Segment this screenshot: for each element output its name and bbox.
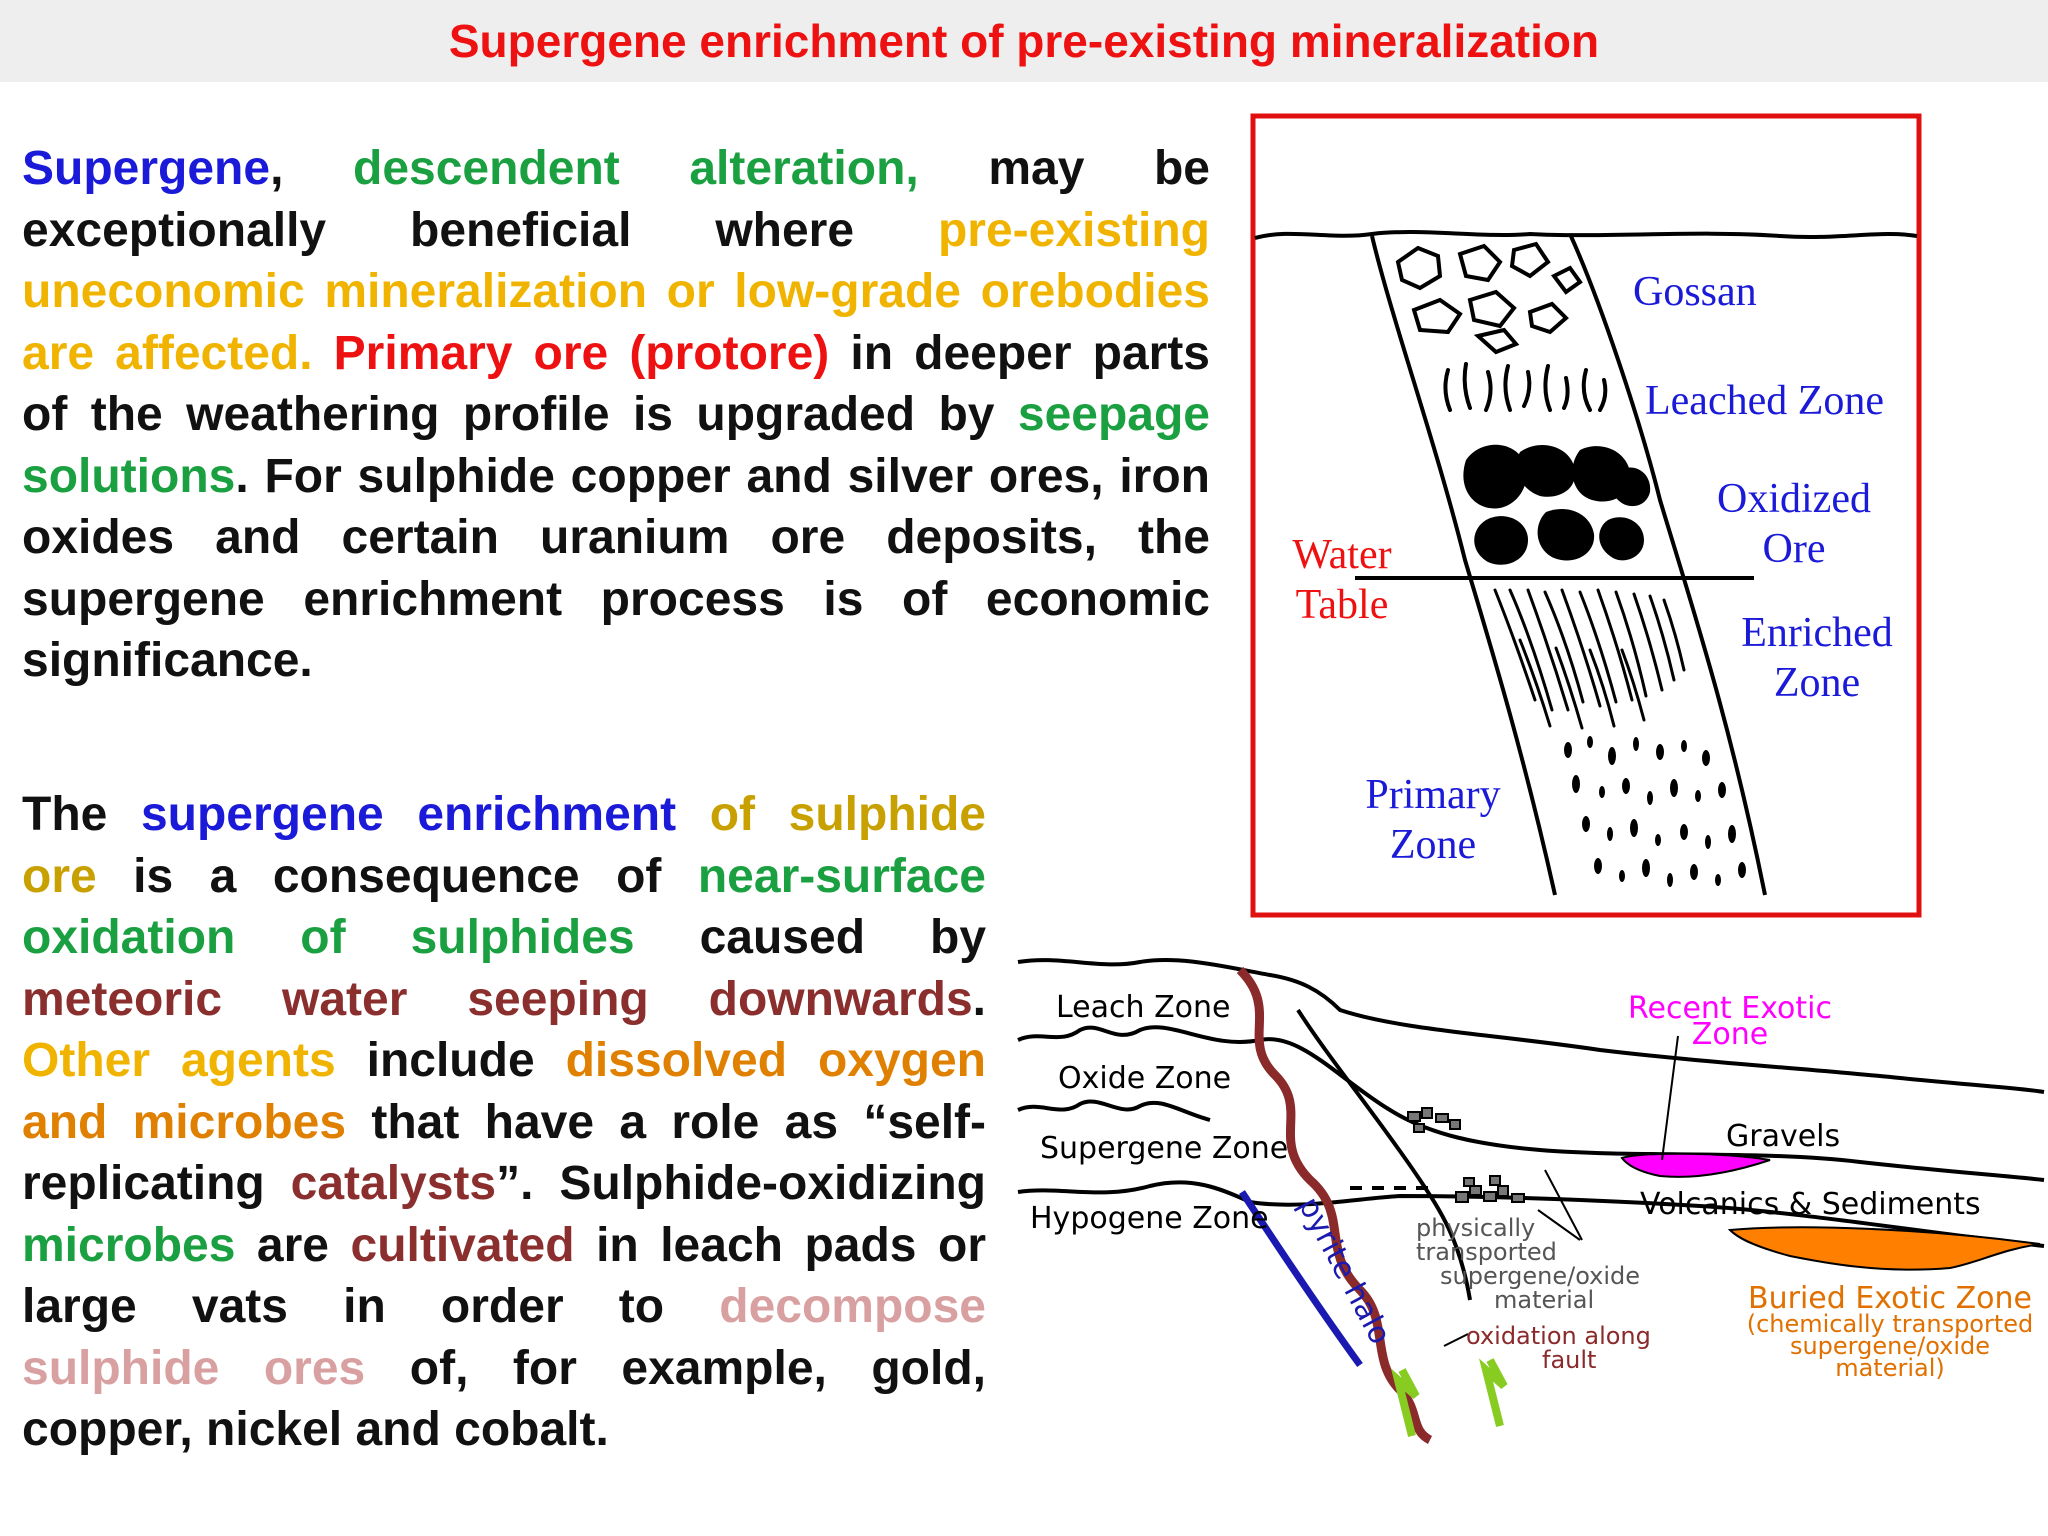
p1-span-10: . For sulphide copper and silver ores, i… — [22, 449, 1210, 688]
p1-span-3: descendent alteration, — [353, 142, 919, 195]
oxidized-ore-blobs — [1463, 444, 1651, 565]
paragraph-1: Supergene, descendent alteration, may be… — [22, 138, 1210, 692]
paragraph-2: The supergene enrichment of sulphide ore… — [22, 784, 986, 1461]
weathering-profile-diagram: Gossan Leached Zone Oxidized Ore Water T… — [1250, 113, 1922, 918]
p1-span-2: , — [270, 142, 353, 195]
p2-span-12: dissolved oxygen and microbes — [22, 1034, 986, 1149]
leached-zone-strokes — [1443, 362, 1608, 412]
p2-span-2: supergene enrichment — [140, 788, 677, 841]
gossan-blocks — [1395, 241, 1583, 355]
p1-span-1: Supergene — [22, 142, 271, 195]
label-oxidized-1: Oxidized — [1717, 476, 1871, 522]
page-title: Supergene enrichment of pre-existing min… — [448, 15, 1600, 67]
callout-leader-lines — [1443, 1035, 1679, 1347]
label-leach-zone: Leach Zone — [1056, 990, 1230, 1025]
p2-span-20: decompose sulphide ores — [22, 1280, 986, 1395]
p1-span-5: pre-existing uneconomic mineralization o… — [22, 203, 1210, 380]
label-buried-exotic-2: (chemically transported — [1747, 1310, 2034, 1338]
p2-span-14: catalysts — [290, 1157, 497, 1210]
p2-span-1: The — [22, 788, 141, 841]
label-buried-exotic-3: supergene/oxide — [1790, 1332, 1990, 1360]
p1-span-4: may be exceptionally beneficial where — [22, 142, 1210, 257]
p1-span-7: Primary ore (protore) — [333, 326, 830, 380]
p2-span-16: microbes — [22, 1218, 236, 1272]
p2-span-19: in leach pads or large vats in order to — [22, 1218, 986, 1334]
p2-span-9: . — [972, 972, 986, 1026]
buried-exotic-zone-shape — [1727, 1226, 2041, 1271]
pyrite-halo-line — [1239, 1190, 1363, 1368]
p2-span-15: ”. Sulphide-oxidizing — [496, 1157, 986, 1210]
ground-surface-line — [1254, 230, 1918, 240]
p2-span-5: is a consequence of — [96, 849, 698, 903]
vein-right-wall — [1568, 233, 1767, 896]
label-primary-1: Primary — [1365, 772, 1500, 818]
label-oxidized-2: Ore — [1763, 526, 1826, 572]
label-oxide-zone: Oxide Zone — [1058, 1061, 1231, 1096]
p2-span-21: of, for example, gold, copper, nickel an… — [22, 1341, 986, 1457]
physically-transported-rubble — [1407, 1107, 1525, 1203]
label-gossan: Gossan — [1633, 269, 1757, 315]
label-buried-exotic-1: Buried Exotic Zone — [1748, 1281, 2032, 1316]
p2-span-11: include — [335, 1034, 566, 1087]
label-enriched-2: Zone — [1774, 660, 1860, 706]
label-supergene-zone: Supergene Zone — [1040, 1131, 1288, 1166]
recent-exotic-zone-shape — [1620, 1152, 1771, 1178]
p1-span-9: seepage solutions — [22, 388, 1210, 503]
enriched-zone-strokes — [1493, 588, 1686, 730]
p2-span-4: of sulphide ore — [22, 788, 986, 903]
p2-span-17: are — [235, 1218, 351, 1272]
p2-span-7: caused by — [634, 911, 987, 964]
label-water-2: Table — [1296, 582, 1389, 628]
diagram-frame — [1250, 113, 1922, 918]
label-enriched-1: Enriched — [1741, 610, 1893, 656]
vein-left-wall — [1370, 235, 1557, 896]
p2-span-13: that have a role as “self-replicating — [22, 1095, 987, 1211]
label-physically-2: transported — [1416, 1238, 1557, 1266]
label-recent-exotic-1: Recent Exotic — [1628, 991, 1832, 1026]
label-recent-exotic-2: Zone — [1692, 1017, 1768, 1052]
zone-boundary-lines — [1017, 958, 2045, 1301]
title-bar: Supergene enrichment of pre-existing min… — [0, 0, 2048, 82]
label-physically-4: material — [1494, 1286, 1594, 1314]
primary-zone-dots — [1564, 736, 1746, 887]
label-leached-zone: Leached Zone — [1645, 378, 1884, 424]
fault-movement-arrows — [1390, 1358, 1508, 1437]
p1-span-8: in deeper parts of the weathering profil… — [22, 326, 1211, 442]
p2-span-10: Other agents — [22, 1034, 336, 1087]
label-physically-1: physically — [1416, 1214, 1535, 1242]
label-gravels: Gravels — [1726, 1119, 1840, 1154]
label-water-1: Water — [1292, 532, 1391, 578]
label-volcanics-sediments: Volcanics & Sediments — [1640, 1187, 1981, 1222]
label-oxidation-fault-2: fault — [1542, 1346, 1596, 1374]
label-oxidation-fault-1: oxidation along — [1466, 1322, 1651, 1350]
p2-span-6: near-surface oxidation of sulphides — [22, 849, 986, 965]
label-hypogene-zone: Hypogene Zone — [1030, 1201, 1269, 1236]
label-pyrite-halo: pyrite halo — [1291, 1191, 1398, 1350]
exotic-zone-diagram: Leach Zone Oxide Zone Supergene Zone Hyp… — [1017, 958, 2045, 1445]
label-physically-3: supergene/oxide — [1440, 1262, 1640, 1290]
label-primary-2: Zone — [1390, 822, 1476, 868]
label-buried-exotic-4: material) — [1835, 1354, 1945, 1382]
p2-span-18: cultivated — [350, 1218, 575, 1272]
p2-span-8: meteoric water seeping downwards — [22, 972, 973, 1026]
